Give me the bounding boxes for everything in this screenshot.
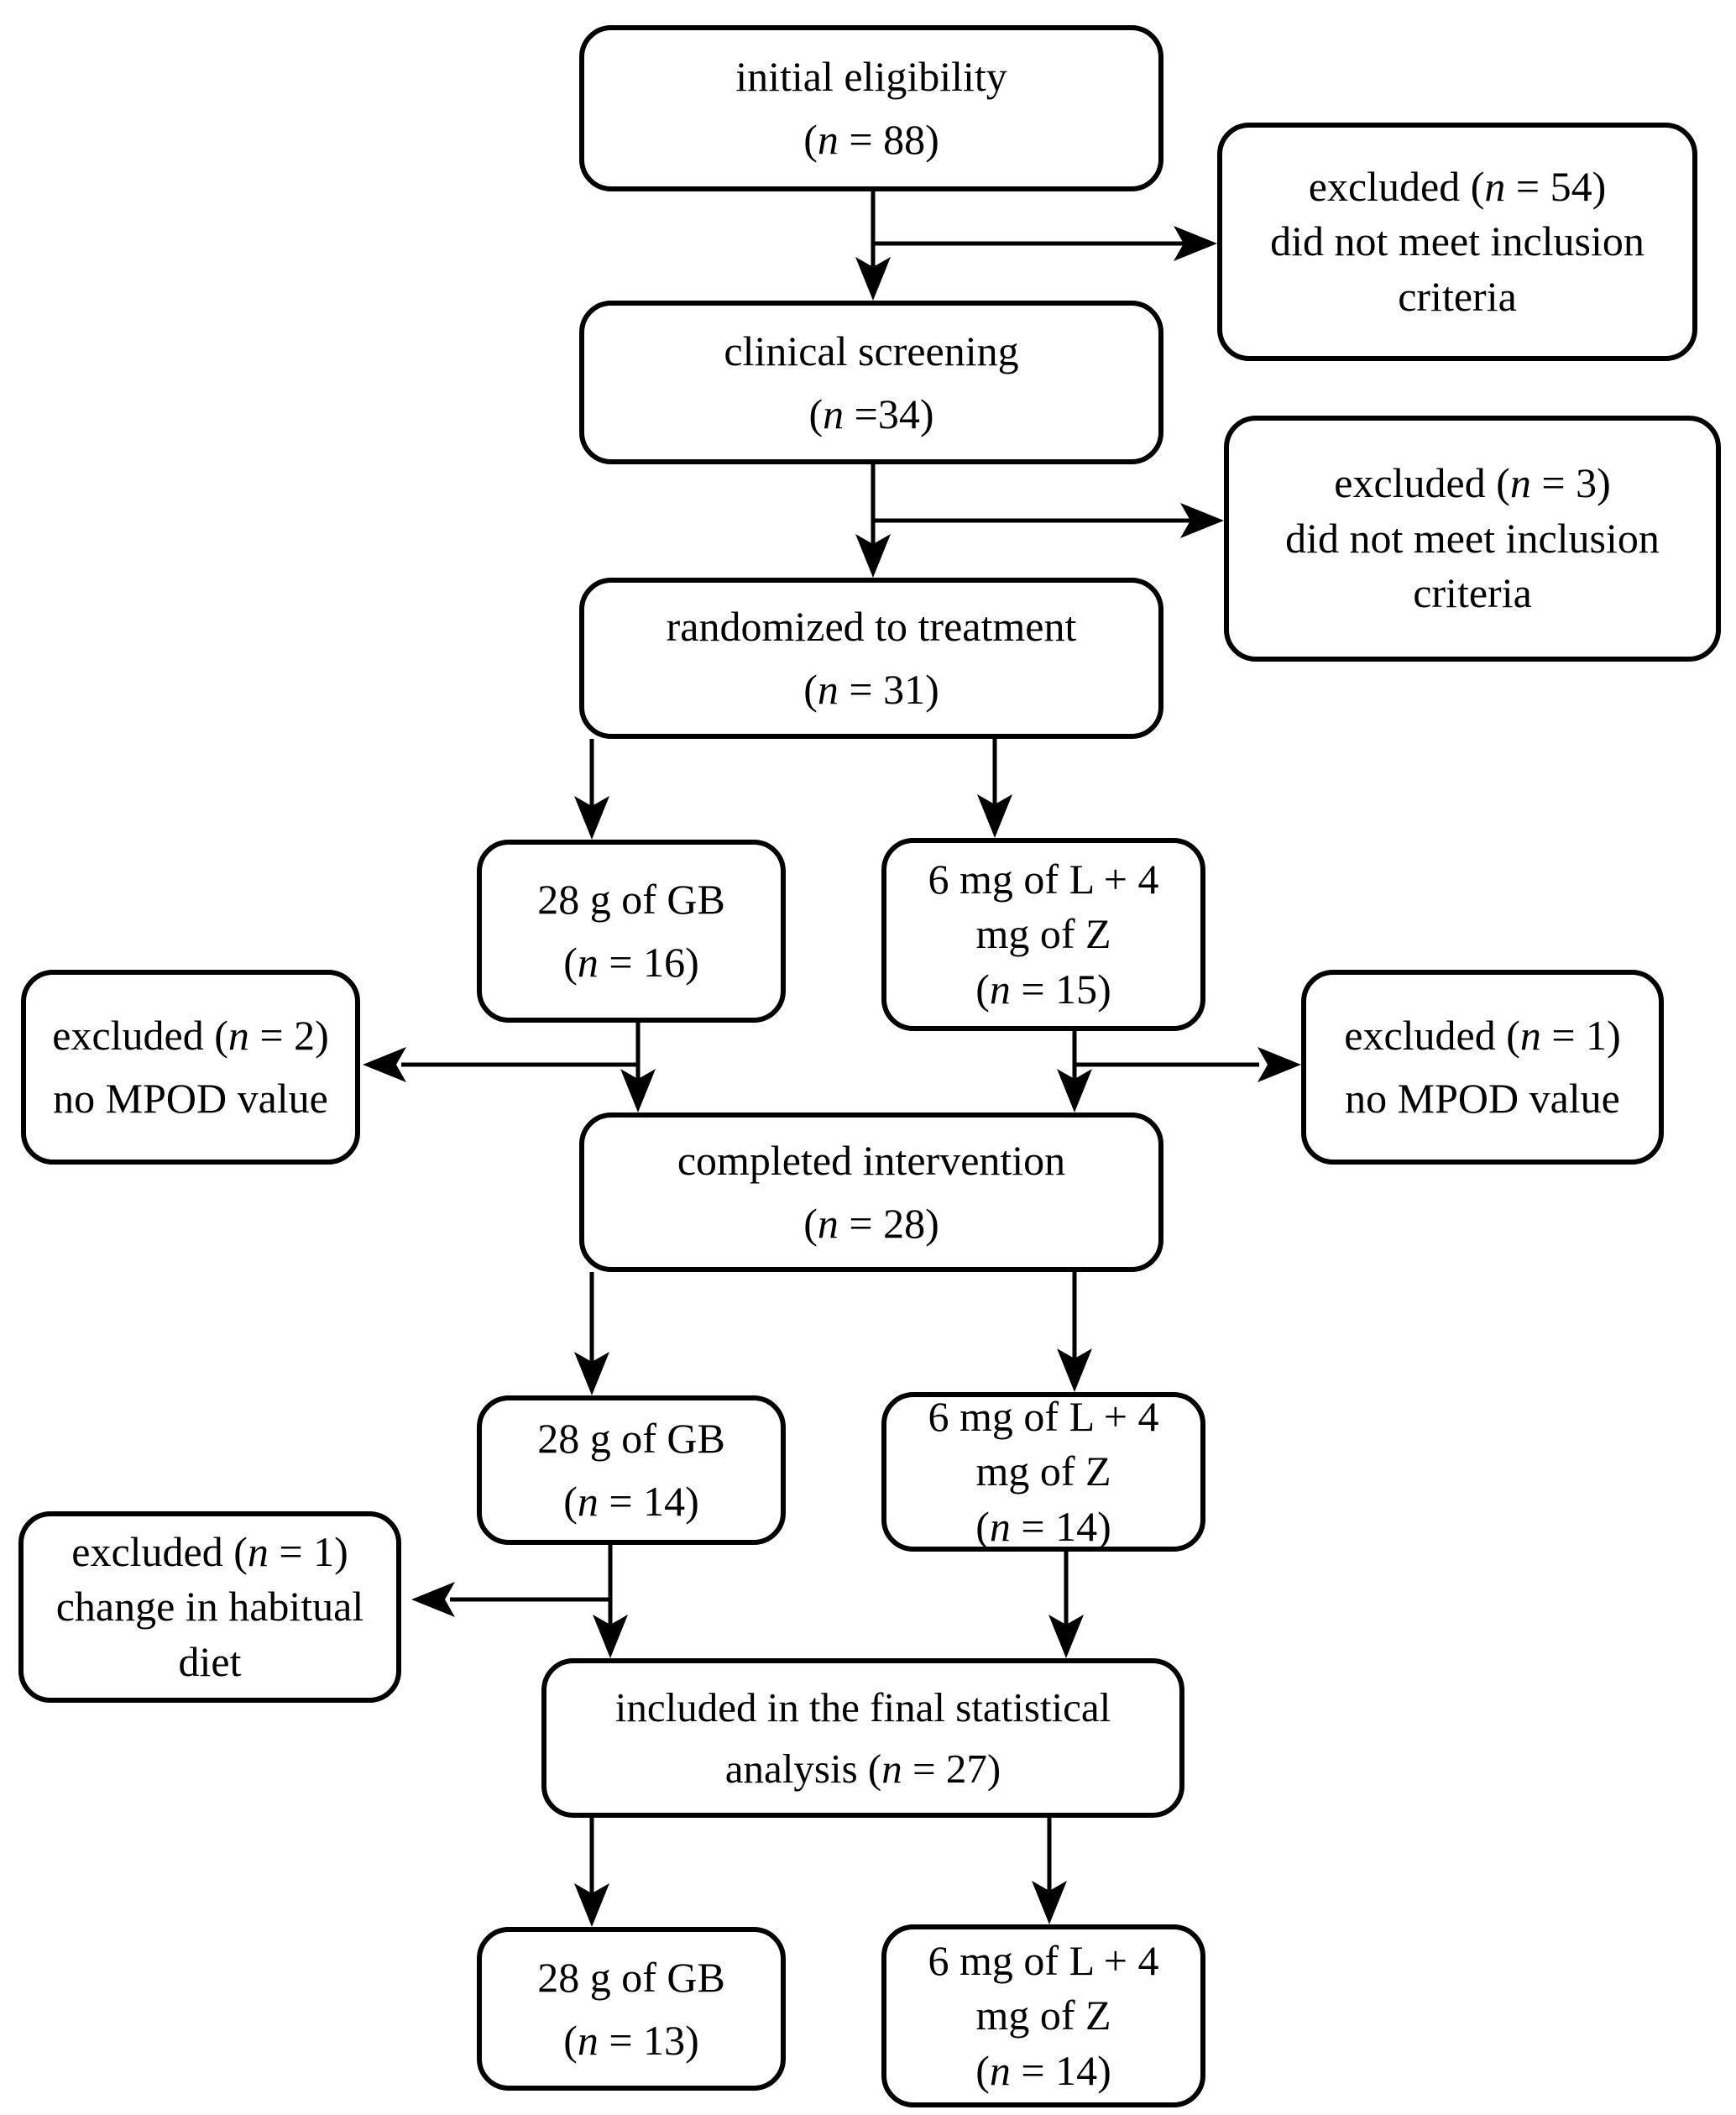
- node-line: (n = 88): [803, 116, 939, 163]
- arrowhead-down: [574, 1883, 609, 1927]
- node-line: change in habitual: [55, 1583, 364, 1631]
- node-line: 6 mg of L + 4: [928, 1392, 1159, 1440]
- arrowhead-down: [593, 1615, 628, 1658]
- node-line: (n = 14): [563, 1478, 699, 1525]
- node-line: clinical screening: [724, 327, 1019, 374]
- flow-arrows: [363, 191, 1301, 1927]
- arrowhead-down: [1032, 1881, 1067, 1924]
- node-line: mg of Z: [975, 910, 1111, 958]
- node-lz-arm-final: 6 mg of L + 4 mg of Z (n = 14): [881, 1924, 1205, 2107]
- arrowhead-down: [855, 534, 891, 578]
- arrowhead-down: [855, 257, 891, 301]
- arrowhead-down: [1048, 1615, 1084, 1658]
- node-excluded-randomization: excluded (n = 3) did not meet inclusion …: [1224, 416, 1721, 662]
- node-line: (n = 16): [563, 939, 699, 986]
- node-line: 28 g of GB: [537, 1953, 725, 2001]
- arrowhead-down: [574, 1352, 609, 1395]
- node-randomized-to-treatment: randomized to treatment (n = 31): [579, 578, 1163, 739]
- node-final-statistical-analysis: included in the final statistical analys…: [541, 1658, 1184, 1818]
- node-line: criteria: [1398, 272, 1517, 320]
- node-line: (n =34): [808, 390, 934, 437]
- node-line: (n = 13): [563, 2016, 699, 2064]
- node-clinical-screening: clinical screening (n =34): [579, 301, 1163, 464]
- node-excluded-lz-no-mpod: excluded (n = 1) no MPOD value: [1301, 970, 1664, 1165]
- node-line: excluded (n = 1): [1344, 1012, 1621, 1059]
- node-gb-arm-final: 28 g of GB (n = 13): [477, 1927, 786, 2091]
- node-lz-arm-allocated: 6 mg of L + 4 mg of Z (n = 15): [881, 838, 1205, 1031]
- node-line: did not meet inclusion: [1270, 217, 1644, 265]
- node-line: diet: [178, 1637, 242, 1685]
- node-line: 6 mg of L + 4: [928, 855, 1159, 903]
- node-completed-intervention: completed intervention (n = 28): [579, 1112, 1163, 1272]
- node-line: did not meet inclusion: [1285, 514, 1660, 562]
- node-line: 28 g of GB: [537, 1415, 725, 1462]
- node-line: initial eligibility: [735, 53, 1007, 100]
- node-initial-eligibility: initial eligibility (n = 88): [579, 25, 1163, 191]
- node-line: (n = 31): [803, 666, 939, 713]
- arrowhead-down: [574, 796, 609, 840]
- node-line: 28 g of GB: [537, 876, 725, 923]
- arrowhead-down: [620, 1069, 656, 1112]
- arrowhead-right: [1174, 226, 1217, 261]
- node-line: (n = 14): [975, 1502, 1111, 1550]
- arrowhead-right: [1258, 1047, 1301, 1082]
- node-line: excluded (n = 1): [71, 1527, 348, 1575]
- node-line: excluded (n = 3): [1334, 459, 1611, 507]
- node-line: mg of Z: [975, 1992, 1111, 2039]
- node-line: completed intervention: [677, 1137, 1066, 1184]
- node-line: excluded (n = 2): [52, 1012, 329, 1059]
- node-line: criteria: [1413, 569, 1532, 617]
- node-line: no MPOD value: [53, 1075, 328, 1122]
- node-gb-arm-allocated: 28 g of GB (n = 16): [477, 840, 786, 1023]
- node-line: (n = 28): [803, 1200, 939, 1247]
- node-line: included in the final statistical: [614, 1683, 1111, 1730]
- node-gb-arm-completed: 28 g of GB (n = 14): [477, 1395, 786, 1545]
- arrowhead-right: [1180, 503, 1224, 538]
- node-line: analysis (n = 27): [724, 1746, 1001, 1792]
- node-excluded-screening: excluded (n = 54) did not meet inclusion…: [1217, 123, 1697, 361]
- arrowhead-down: [977, 794, 1012, 838]
- node-lz-arm-completed: 6 mg of L + 4 mg of Z (n = 14): [881, 1392, 1205, 1552]
- node-line: no MPOD value: [1345, 1075, 1620, 1122]
- arrowhead-down: [1057, 1348, 1092, 1392]
- node-line: randomized to treatment: [666, 603, 1077, 650]
- node-line: (n = 14): [975, 2046, 1111, 2094]
- arrowhead-left: [411, 1582, 455, 1617]
- node-excluded-habitual-diet: excluded (n = 1) change in habitual diet: [18, 1511, 401, 1703]
- arrowhead-down: [1057, 1069, 1092, 1112]
- node-line: 6 mg of L + 4: [928, 1936, 1159, 1984]
- node-line: (n = 15): [975, 965, 1111, 1013]
- arrowhead-left: [363, 1047, 406, 1082]
- node-excluded-gb-no-mpod: excluded (n = 2) no MPOD value: [21, 970, 360, 1165]
- node-line: excluded (n = 54): [1308, 162, 1607, 210]
- node-line: mg of Z: [975, 1448, 1111, 1495]
